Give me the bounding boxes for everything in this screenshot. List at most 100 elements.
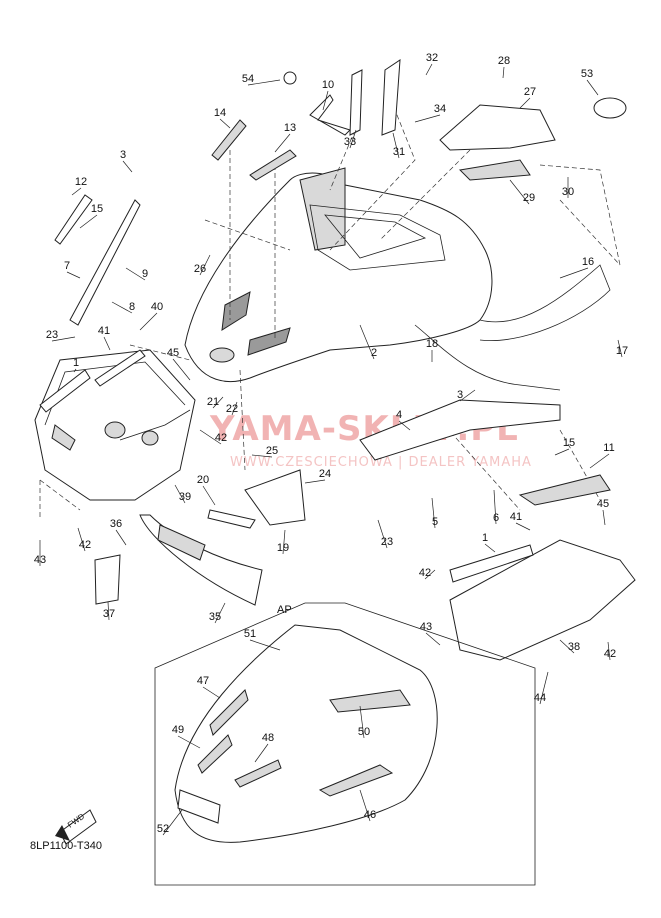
- callout-19: 19: [277, 542, 289, 554]
- callout-4: 4: [396, 409, 402, 421]
- leader-c14: [219, 118, 231, 129]
- part-1-strip-left: [39, 369, 91, 413]
- callout-13: 13: [284, 122, 296, 134]
- part-4-panel: [359, 399, 561, 461]
- leader-c37: [107, 601, 110, 621]
- callout-17: 17: [616, 345, 628, 357]
- part-54-mirror: [283, 71, 297, 85]
- leader-c35: [214, 602, 226, 624]
- callout-6: 6: [493, 512, 499, 524]
- callout-38: 38: [568, 641, 580, 653]
- leader-c25: [251, 454, 273, 458]
- leader-c48: [254, 743, 269, 763]
- callout-47: 47: [197, 675, 209, 687]
- callout-3: 3: [457, 389, 463, 401]
- leader-c27: [519, 97, 531, 109]
- part-1-strip-right: [449, 544, 534, 583]
- leader-c39: [174, 484, 186, 504]
- callout-15: 15: [91, 203, 103, 215]
- leader-c50: [359, 705, 365, 739]
- part-13-grille: [249, 149, 297, 181]
- callout-1: 1: [482, 532, 488, 544]
- leader-c46: [359, 789, 371, 822]
- leader-c42b: [77, 527, 86, 552]
- part-33-bar: [349, 69, 363, 136]
- callout-5: 5: [432, 516, 438, 528]
- leader-c41: [103, 336, 111, 351]
- leader-c3: [122, 160, 133, 173]
- part-7-bar: [69, 199, 141, 326]
- leader-c19: [282, 529, 286, 555]
- callout-22: 22: [226, 403, 238, 415]
- leader-c53: [586, 79, 599, 96]
- leader-c6: [493, 489, 497, 525]
- callout-42: 42: [215, 432, 227, 444]
- part-27-cover: [439, 104, 556, 151]
- callout-37: 37: [103, 608, 115, 620]
- leader-c9: [125, 267, 146, 281]
- leader-c5: [431, 497, 436, 529]
- leader-c16: [559, 267, 589, 279]
- callout-34: 34: [434, 103, 446, 115]
- callout-45: 45: [597, 498, 609, 510]
- callout-53: 53: [581, 68, 593, 80]
- leader-c41b: [515, 522, 531, 531]
- leader-c33: [349, 129, 357, 149]
- callout-40: 40: [151, 301, 163, 313]
- part-37-frame: [94, 554, 121, 605]
- leader-c52: [162, 809, 183, 836]
- leader-c32: [425, 63, 433, 76]
- leader-c31: [392, 132, 400, 159]
- callout-52: 52: [157, 823, 169, 835]
- leader-c13: [274, 133, 291, 153]
- front-fender-body: [184, 167, 611, 383]
- callout-21: 21: [207, 396, 219, 408]
- inset-label: AP: [277, 604, 292, 616]
- leader-c1b: [484, 543, 496, 553]
- front-lower-panel: [139, 514, 263, 606]
- leader-c2: [359, 324, 375, 360]
- leader-c49: [177, 735, 201, 749]
- leader-c26: [199, 254, 211, 276]
- inset-frame: [154, 602, 536, 886]
- callout-1: 1: [73, 357, 79, 369]
- part-12-bracket: [54, 194, 93, 245]
- ap-inset: AP: [154, 602, 536, 886]
- leader-c10: [322, 90, 329, 111]
- callout-2: 2: [371, 347, 377, 359]
- leader-c20: [202, 485, 216, 506]
- callout-25: 25: [266, 445, 278, 457]
- leader-c23b: [377, 519, 388, 549]
- callout-30: 30: [562, 186, 574, 198]
- leader-c34: [414, 114, 441, 123]
- part-10-stay: [309, 94, 351, 136]
- callout-14: 14: [214, 107, 226, 119]
- callout-36: 36: [110, 518, 122, 530]
- leader-c54: [247, 79, 281, 86]
- callout-51: 51: [244, 628, 256, 640]
- leader-c21: [212, 396, 224, 409]
- callout-10: 10: [322, 79, 334, 91]
- callout-27: 27: [524, 86, 536, 98]
- part-31-bar: [381, 59, 401, 136]
- callout-33: 33: [344, 136, 356, 148]
- leader-c22: [231, 401, 238, 416]
- leader-lines: [39, 63, 623, 836]
- leader-c36: [115, 529, 127, 546]
- part-19-bracket: [244, 469, 306, 526]
- leader-c15: [79, 214, 98, 229]
- leader-c8: [111, 301, 133, 314]
- part-38-panel: [449, 539, 636, 661]
- leader-c4: [398, 420, 411, 431]
- part-41-strip: [94, 349, 146, 387]
- leader-c15b: [554, 448, 570, 456]
- callout-46: 46: [364, 809, 376, 821]
- callout-42: 42: [419, 567, 431, 579]
- callout-8: 8: [129, 301, 135, 313]
- callout-32: 32: [426, 52, 438, 64]
- callout-20: 20: [197, 474, 209, 486]
- callout-28: 28: [498, 55, 510, 67]
- fwd-arrow-icon: FWD: [55, 809, 97, 845]
